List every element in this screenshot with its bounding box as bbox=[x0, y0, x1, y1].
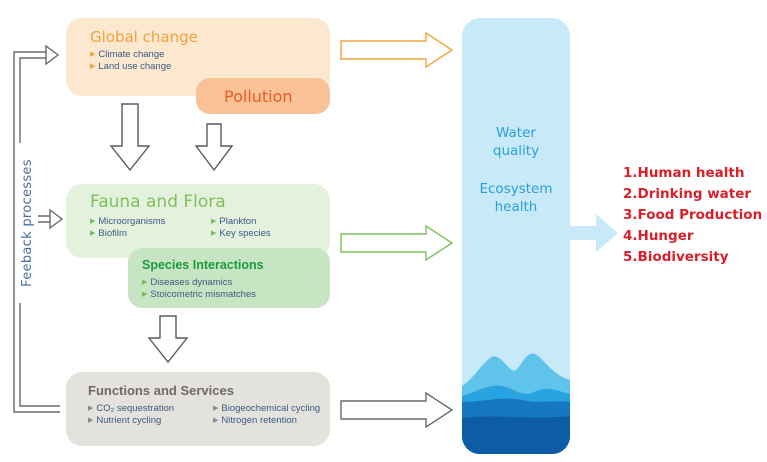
pollution-title: Pollution bbox=[224, 87, 293, 106]
outcome-item: 5.Biodiversity bbox=[623, 249, 729, 265]
outcome-item: 4.Hunger bbox=[623, 228, 694, 244]
fauna-flora-item: ▶Microorganisms bbox=[90, 216, 166, 227]
species-interactions-item: ▶Diseases dynamics bbox=[142, 277, 233, 288]
ecosystem-health-text: Ecosystem health bbox=[479, 181, 553, 215]
feedback-arrowhead-fauna bbox=[49, 208, 64, 230]
fauna-flora-item: ▶Biofilm bbox=[90, 228, 127, 239]
bullet-icon: ▶ bbox=[88, 417, 94, 424]
global-change-item: ▶Land use change bbox=[90, 61, 172, 72]
fauna-flora-item: ▶Key species bbox=[211, 228, 271, 239]
fauna-flora-title: Fauna and Flora bbox=[90, 192, 226, 212]
bullet-icon: ▶ bbox=[211, 218, 217, 225]
bullet-icon: ▶ bbox=[88, 405, 94, 412]
species-interactions-item: ▶Stoicometric mismatches bbox=[142, 289, 256, 300]
right-arrow-fauna bbox=[340, 224, 454, 262]
functions-services-box: Functions and Services ▶CO₂ sequestratio… bbox=[66, 372, 330, 446]
functions-services-item: ▶CO₂ sequestration bbox=[88, 403, 175, 414]
outcome-item: 3.Food Production bbox=[623, 207, 763, 223]
bullet-icon: ▶ bbox=[90, 218, 96, 225]
functions-services-item: ▶Nitrogen retention bbox=[213, 415, 297, 426]
down-arrow-global-left bbox=[109, 103, 151, 172]
down-arrow-pollution bbox=[194, 123, 234, 172]
bullet-icon: ▶ bbox=[90, 230, 96, 237]
bullet-icon: ▶ bbox=[213, 417, 219, 424]
pollution-box: Pollution bbox=[196, 78, 330, 114]
feedback-arrowhead-top bbox=[45, 44, 60, 66]
bullet-icon: ▶ bbox=[90, 51, 96, 58]
right-arrow-global bbox=[340, 31, 454, 69]
outcome-item: 1.Human health bbox=[623, 165, 745, 181]
species-interactions-box: Species Interactions ▶Diseases dynamics … bbox=[128, 248, 330, 308]
global-change-item: ▶Climate change bbox=[90, 49, 165, 60]
water-quality-text: Water quality bbox=[492, 125, 540, 159]
bullet-icon: ▶ bbox=[142, 291, 148, 298]
bullet-icon: ▶ bbox=[211, 230, 217, 237]
feedback-processes-label: Feeback processes bbox=[18, 143, 38, 303]
bullet-icon: ▶ bbox=[90, 63, 96, 70]
water-waves-graphic bbox=[462, 353, 570, 454]
wave-deep bbox=[462, 416, 570, 454]
fauna-flora-item: ▶Plankton bbox=[211, 216, 257, 227]
species-interactions-title: Species Interactions bbox=[142, 258, 264, 272]
bullet-icon: ▶ bbox=[142, 279, 148, 286]
functions-services-item: ▶Nutrient cycling bbox=[88, 415, 162, 426]
water-column: Water quality Ecosystem health bbox=[462, 18, 570, 454]
feedback-loop-line bbox=[13, 51, 60, 413]
functions-services-title: Functions and Services bbox=[88, 383, 234, 398]
outcome-arrow bbox=[570, 214, 618, 252]
global-change-title: Global change bbox=[90, 28, 198, 46]
fauna-flora-box: Fauna and Flora ▶Microorganisms ▶Biofilm… bbox=[66, 184, 330, 258]
outcome-item: 2.Drinking water bbox=[623, 186, 752, 202]
right-arrow-functions bbox=[340, 391, 454, 429]
bullet-icon: ▶ bbox=[213, 405, 219, 412]
down-arrow-species bbox=[147, 315, 189, 364]
functions-services-item: ▶Biogeochemical cycling bbox=[213, 403, 321, 414]
